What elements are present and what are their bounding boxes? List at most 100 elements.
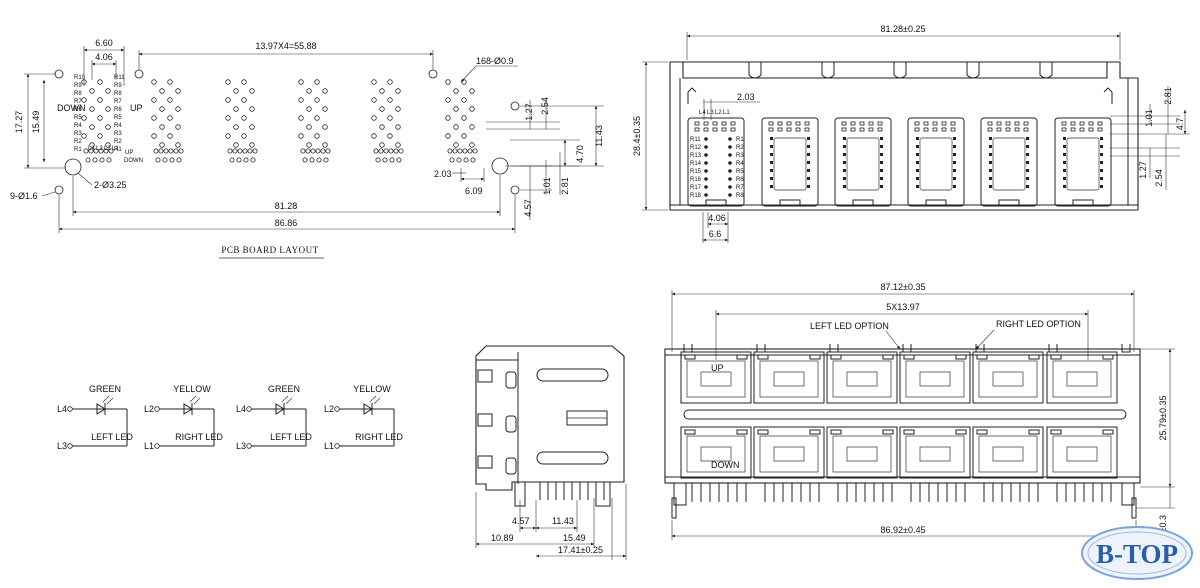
front-port-contact	[950, 127, 956, 132]
pcb-pad	[89, 88, 95, 94]
pcb-pad	[175, 142, 181, 148]
top-port-led	[976, 429, 988, 435]
pcb-pad	[225, 79, 231, 85]
top-pitch: 5X13.97	[886, 302, 920, 312]
led-pad	[162, 157, 168, 163]
front-pin-dot	[1063, 145, 1066, 148]
front-port-contact	[768, 127, 774, 132]
top-port-led	[955, 354, 967, 360]
front-pin-dot	[770, 153, 773, 156]
pcb-pad	[241, 115, 247, 121]
front-port-contact	[859, 127, 865, 132]
front-port-contact	[1070, 121, 1076, 126]
led-pad	[227, 148, 233, 154]
front-pin-dot	[1026, 145, 1029, 148]
front-port-contact	[1014, 121, 1020, 126]
front-port-contact	[795, 121, 801, 126]
front-pin-dot	[1100, 137, 1103, 140]
pcb-pad	[175, 88, 181, 94]
front-port-contact	[932, 127, 938, 132]
top-port-frame	[1046, 426, 1118, 479]
front-pin-dot	[1100, 169, 1103, 172]
top-port-plug	[1066, 446, 1098, 462]
front-pin-dot	[728, 169, 732, 173]
led-pad	[398, 148, 404, 154]
led-pad	[99, 157, 105, 163]
front-pin-dot	[704, 153, 708, 157]
front-port-contact	[1005, 127, 1011, 132]
front-port-contact	[768, 121, 774, 126]
dim-2-54: 2.54	[540, 97, 550, 115]
led-terminal	[246, 443, 252, 449]
pcb-pad	[314, 133, 320, 139]
pad-label: R8	[74, 91, 82, 97]
front-pin-dot	[728, 153, 732, 157]
front-port-contact	[1061, 121, 1067, 126]
pad-up-label: UP	[125, 150, 133, 156]
pcb-pad	[453, 124, 459, 130]
pad-label: R5	[114, 115, 122, 121]
top-clip	[1048, 344, 1058, 353]
pcb-pad	[159, 142, 165, 148]
led-name-label: RIGHT LED	[355, 432, 403, 442]
top-port-frame	[899, 351, 971, 404]
dim-pitch: 13.97X4=55.88	[255, 41, 316, 51]
led-terminal	[67, 406, 73, 412]
front-pin-dot	[704, 161, 708, 165]
dim-span-inner: 81.28	[275, 201, 298, 211]
front-pin-dot	[989, 145, 992, 148]
front-pin-label: R12	[690, 145, 702, 151]
pcb-pad	[89, 142, 95, 148]
top-port-led	[757, 354, 769, 360]
top-port-led	[830, 354, 842, 360]
front-pin-dot	[728, 161, 732, 165]
front-pin-dot	[728, 145, 732, 149]
led-terminal	[154, 406, 160, 412]
led-pad	[92, 157, 98, 163]
front-pin-dot	[989, 169, 992, 172]
front-pin-dot	[843, 161, 846, 164]
front-pin-dot	[704, 169, 708, 173]
led-pad	[300, 148, 306, 154]
pcb-pad	[298, 133, 304, 139]
pad-label: R6	[114, 107, 122, 113]
led-pad	[236, 157, 242, 163]
pcb-pad	[105, 106, 111, 112]
front-port-contact	[859, 121, 865, 126]
top-port-plug	[773, 446, 805, 462]
front-port-contact	[996, 127, 1002, 132]
pcb-pad	[461, 97, 467, 103]
side-contact-block	[477, 413, 493, 427]
led-pad	[85, 157, 91, 163]
top-port-opening	[978, 360, 1038, 398]
top-port-opening	[905, 435, 965, 473]
pcb-pad	[97, 133, 103, 139]
front-port-contact	[987, 127, 993, 132]
led-pad	[243, 157, 249, 163]
top-port-opening	[686, 435, 746, 473]
top-port-plug	[992, 371, 1024, 387]
front-dim-2-81: 2.81	[1163, 87, 1173, 105]
front-pin-dot	[728, 177, 732, 181]
front-pin-dot	[704, 185, 708, 189]
pcb-pad	[167, 133, 173, 139]
top-port-led	[903, 354, 915, 360]
side-contact-block	[477, 369, 493, 383]
top-port-frame	[972, 426, 1044, 479]
front-port-contact	[777, 127, 783, 132]
pcb-pad	[105, 142, 111, 148]
dim-width-a: 6.60	[95, 38, 113, 48]
front-pin-dot	[1026, 169, 1029, 172]
top-port-plug	[1066, 371, 1098, 387]
top-port-led	[1050, 429, 1062, 435]
pcb-pad	[225, 97, 231, 103]
front-pin-dot	[953, 145, 956, 148]
led-pad	[252, 148, 258, 154]
front-port-contact	[914, 121, 920, 126]
pcb-pad	[225, 133, 231, 139]
front-port-contact	[841, 121, 847, 126]
front-pin-dot	[1026, 185, 1029, 188]
led-pad	[88, 148, 94, 154]
front-top-clip	[1039, 62, 1053, 79]
